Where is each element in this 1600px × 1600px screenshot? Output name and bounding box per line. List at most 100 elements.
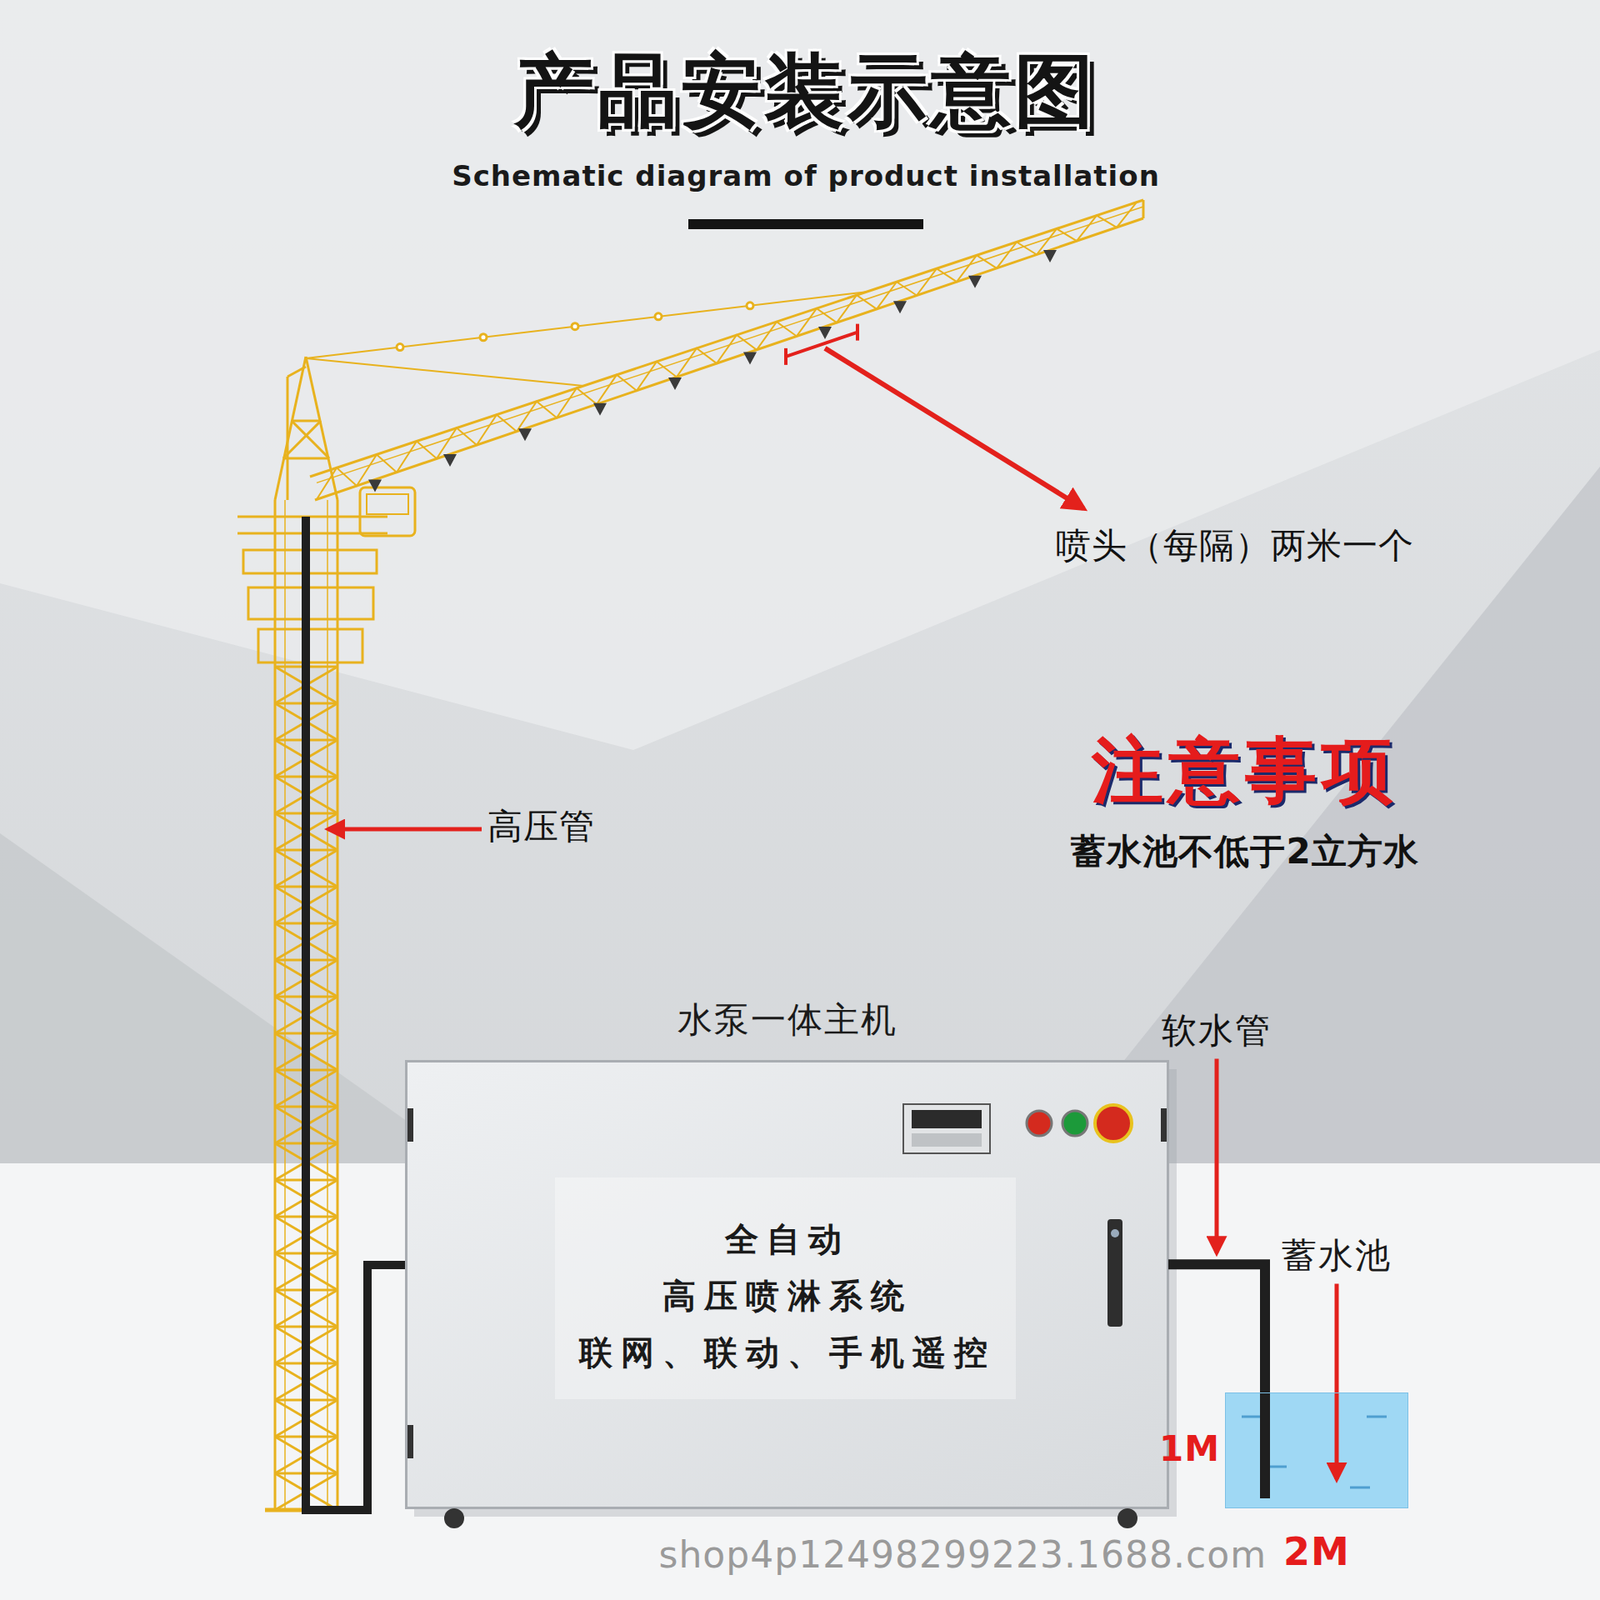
door-handle xyxy=(1107,1219,1123,1327)
nozzle-callout: 喷头（每隔）两米一个 xyxy=(1055,528,1415,564)
label-anchor: 高压管 xyxy=(487,809,595,845)
water-ripple xyxy=(1366,1415,1387,1419)
leader-arrow xyxy=(328,827,482,832)
spray-nozzle xyxy=(443,454,457,467)
text-anchor: 联网、联动、手机遥控 xyxy=(407,1332,1167,1373)
watermark: shop4p12498299223.1688.com xyxy=(659,1536,1267,1574)
spray-nozzle xyxy=(968,275,982,289)
door-lock xyxy=(1110,1229,1120,1238)
high-pressure-pipe xyxy=(305,516,406,1510)
apex-brace xyxy=(291,420,330,459)
pendant-tie xyxy=(305,358,584,386)
pendant-pin xyxy=(655,313,662,320)
apex-brace xyxy=(283,420,321,459)
jib-chord xyxy=(310,200,1144,477)
apex-brace xyxy=(291,420,321,423)
spray-nozzle xyxy=(893,300,907,314)
cab-window xyxy=(366,494,409,515)
water xyxy=(1225,1392,1409,1509)
protective-film xyxy=(555,1178,1015,1399)
controller-screen xyxy=(911,1110,982,1129)
caster xyxy=(444,1508,465,1529)
apex-leg xyxy=(305,356,338,500)
spacing-tick xyxy=(784,348,788,365)
pump-unit-box: 水泵一体主机全自动高压喷淋系统联网、联动、手机遥控 xyxy=(405,1060,1169,1509)
spray-nozzle xyxy=(818,326,832,340)
counter-jib xyxy=(287,366,306,377)
leader-arrow xyxy=(1215,1059,1220,1254)
text-anchor: 高压喷淋系统 xyxy=(407,1275,1167,1316)
pendant-pin xyxy=(396,344,404,351)
spray-nozzle xyxy=(1043,250,1057,263)
leader-arrow xyxy=(1335,1283,1340,1480)
text-anchor: 蓄水池 xyxy=(1245,1235,1428,1277)
spray-nozzle xyxy=(668,377,682,390)
apex-brace xyxy=(283,457,330,460)
label-anchor: 软水管 xyxy=(1161,1010,1272,1052)
background-facet xyxy=(0,833,467,1164)
hose-callout: 软水管 xyxy=(1161,1010,1272,1052)
tower-chord xyxy=(274,500,277,1510)
leader-arrow xyxy=(825,348,1084,509)
text-anchor: 全自动 xyxy=(407,1219,1167,1260)
pendant-pin xyxy=(571,323,579,330)
subtitle: Schematic diagram of product installatio… xyxy=(451,161,1160,190)
operator-cab xyxy=(360,487,415,536)
unit-body: 全自动 xyxy=(725,1219,850,1260)
label-anchor: 注意事项 xyxy=(1091,734,1399,806)
floor xyxy=(0,1163,1600,1600)
tank-heading: 蓄水池 xyxy=(1281,1235,1392,1277)
tower-crane xyxy=(237,200,1144,1510)
platform-rail xyxy=(237,532,388,535)
background-facet xyxy=(0,0,1600,750)
title-anchor: 产品安装示意图 xyxy=(514,43,1098,140)
water-ripple xyxy=(1350,1486,1370,1490)
caster xyxy=(1117,1508,1138,1529)
controller-keys xyxy=(911,1133,982,1147)
tower-chord xyxy=(336,500,340,1510)
dimension: 1M xyxy=(1159,1431,1220,1467)
housing xyxy=(405,1060,1169,1509)
spray-nozzle xyxy=(593,403,607,416)
jib-lattice xyxy=(316,202,1137,500)
pendant-pin xyxy=(480,334,487,341)
spacing-tick xyxy=(855,324,860,341)
jib-chord xyxy=(315,218,1144,500)
spray-nozzle xyxy=(518,428,532,441)
label-anchor: Schematic diagram of product installatio… xyxy=(451,161,1160,190)
water-hose xyxy=(1168,1264,1265,1393)
apex-leg xyxy=(275,356,306,500)
pendant-tie xyxy=(305,291,867,359)
spray-nozzle xyxy=(743,351,757,365)
platform-rail xyxy=(237,515,388,519)
title: 产品安装示意图 xyxy=(514,43,1098,140)
counter-jib xyxy=(286,376,290,500)
water-ripple xyxy=(1241,1415,1262,1419)
hose-in-tank xyxy=(1260,1392,1270,1499)
title-underline xyxy=(688,219,924,230)
pendant-pin xyxy=(746,302,754,310)
label-anchor: 喷头（每隔）两米一个 xyxy=(1055,528,1415,564)
unit-body: 高压喷淋系统 xyxy=(662,1275,913,1316)
pipe-callout: 高压管 xyxy=(487,809,595,845)
jib-end xyxy=(1142,200,1145,219)
notice-heading: 注意事项 xyxy=(1091,734,1399,806)
controller xyxy=(903,1104,990,1154)
label-anchor: 蓄水池不低于2立方水 xyxy=(1070,834,1419,870)
label-anchor: 2M xyxy=(1283,1532,1350,1571)
spray-nozzle xyxy=(368,480,382,493)
unit-body: 联网、联动、手机遥控 xyxy=(579,1332,996,1373)
start-button xyxy=(1062,1110,1088,1136)
spacing-marker xyxy=(785,332,858,357)
emergency-stop xyxy=(1095,1105,1132,1142)
pump-unit xyxy=(405,1060,1177,1529)
unit-heading: 水泵一体主机 xyxy=(677,999,898,1041)
label-anchor: 1M xyxy=(1159,1431,1220,1467)
dimension: 2M xyxy=(1283,1532,1350,1571)
text-anchor: 水泵一体主机 xyxy=(407,999,1167,1041)
water-tank: 蓄水池 xyxy=(1225,1392,1409,1509)
background-facet xyxy=(1041,466,1600,1164)
